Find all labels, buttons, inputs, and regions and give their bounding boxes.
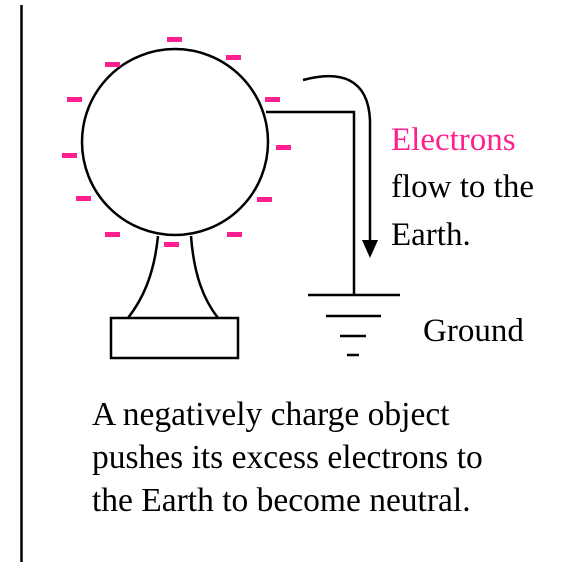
negative-charge-icon: [265, 97, 280, 102]
earth-label: Earth.: [391, 217, 471, 253]
stand-base: [109, 316, 240, 360]
negative-charge-icon: [226, 55, 241, 60]
negative-charge-icon: [76, 196, 91, 201]
negative-charge-icon: [167, 37, 182, 42]
negative-charge-icon: [105, 232, 120, 237]
negative-charge-icon: [105, 62, 120, 67]
ground-wire: [266, 110, 356, 295]
caption-line-2: pushes its excess electrons to: [92, 439, 483, 476]
flow-label: flow to the: [391, 169, 534, 205]
electron-flow-arrow: [302, 74, 372, 240]
arrowhead-icon: [362, 240, 378, 258]
caption-line-1: A negatively charge object: [92, 396, 450, 433]
negative-charge-icon: [276, 145, 291, 150]
negative-charge-icon: [257, 197, 272, 202]
caption-line-3: the Earth to become neutral.: [92, 482, 471, 519]
charged-sphere: [80, 47, 270, 237]
ground-label: Ground: [423, 313, 524, 349]
negative-charge-icon: [227, 232, 242, 237]
stand-neck-right: [189, 235, 219, 319]
caption: A negatively charge object pushes its ex…: [92, 393, 580, 522]
negative-charge-icon: [62, 153, 77, 158]
stand-neck-left: [127, 235, 160, 319]
negative-charge-icon: [164, 242, 179, 247]
electrons-label: Electrons: [391, 122, 516, 158]
negative-charge-icon: [67, 97, 82, 102]
negative-charges: [62, 37, 291, 247]
